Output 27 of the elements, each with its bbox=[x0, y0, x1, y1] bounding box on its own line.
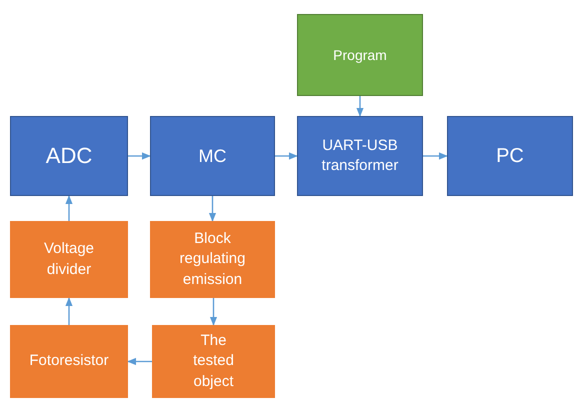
arrow bbox=[65, 297, 73, 325]
process-box bbox=[150, 116, 275, 196]
box-label: ADC bbox=[46, 142, 92, 170]
process-box bbox=[297, 116, 423, 196]
box-label: MC bbox=[198, 144, 226, 168]
box-label: The tested object bbox=[192, 331, 235, 392]
box-label: Voltage divider bbox=[42, 239, 96, 280]
arrow bbox=[423, 152, 448, 160]
arrow bbox=[65, 195, 73, 221]
process-box bbox=[447, 116, 573, 196]
box-label: Program bbox=[333, 46, 387, 64]
box-label: Block regulating emission bbox=[178, 229, 246, 290]
arrow bbox=[208, 196, 216, 222]
box-label: Fotoresistor bbox=[29, 351, 109, 372]
arrow bbox=[356, 96, 364, 117]
process-box bbox=[152, 325, 275, 398]
arrow bbox=[128, 152, 151, 160]
process-box bbox=[297, 14, 423, 96]
process-box bbox=[10, 221, 128, 298]
arrow bbox=[127, 358, 152, 366]
arrow bbox=[210, 298, 218, 326]
arrow bbox=[275, 152, 298, 160]
box-label: PC bbox=[496, 144, 524, 168]
process-box bbox=[10, 325, 128, 398]
process-box bbox=[150, 221, 275, 298]
box-label: UART-USB transformer bbox=[320, 136, 400, 176]
process-box bbox=[10, 116, 128, 196]
